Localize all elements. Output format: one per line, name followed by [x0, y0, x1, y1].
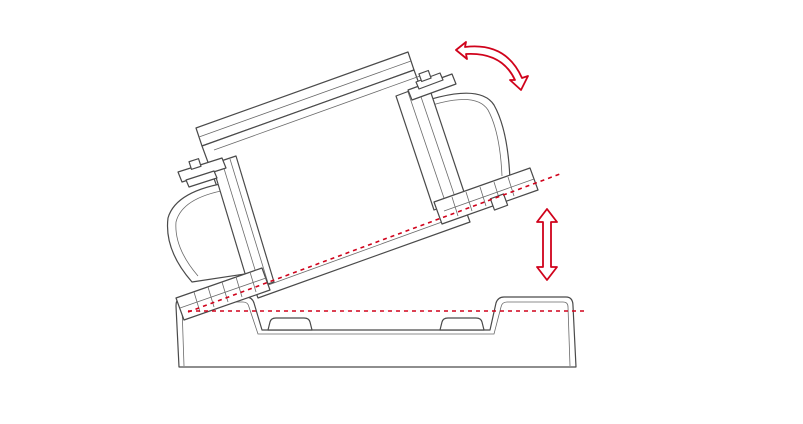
- bracket-left: [211, 155, 275, 291]
- cap-left: [177, 157, 227, 183]
- reference-lines: [187, 173, 584, 313]
- foot-left: [175, 267, 271, 321]
- vertical-double-arrow-icon: [536, 208, 558, 281]
- tray-pad-left: [267, 317, 313, 331]
- tilted-reference-line: [187, 173, 561, 313]
- tilted-unit: [166, 51, 539, 321]
- tray-pad-right: [439, 317, 485, 331]
- base-tray: [175, 296, 577, 368]
- foot-right-ribs: [443, 176, 535, 217]
- curved-double-arrow-icon: [455, 41, 529, 91]
- tray-outline: [175, 296, 577, 368]
